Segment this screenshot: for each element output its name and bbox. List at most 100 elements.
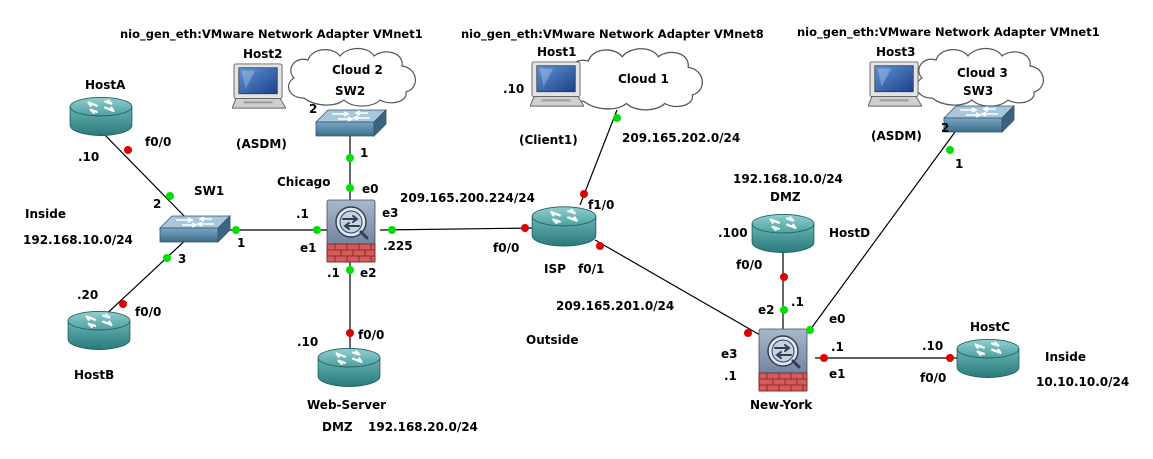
port-hostb-f00: f0/0 — [135, 305, 162, 319]
port-sw3-2: 2 — [941, 121, 950, 135]
port-dot-chi-e2 — [346, 266, 354, 274]
inside-left-label: Inside — [25, 207, 66, 221]
port-hostd-ip: .100 — [718, 226, 748, 240]
port-hosta-ip: .10 — [78, 150, 100, 164]
port-ny-e0: e0 — [829, 312, 846, 326]
port-dot-chi-e0 — [346, 184, 354, 192]
link-isp-newyork — [594, 239, 761, 336]
asdm-left-label: (ASDM) — [236, 137, 287, 151]
port-dot-sw1-3 — [163, 254, 171, 262]
port-dot-hosta-f00 — [124, 146, 132, 154]
host1-pc-icon[interactable] — [530, 61, 584, 107]
isp-router-icon[interactable] — [530, 205, 598, 248]
link-hosta-sw1 — [99, 129, 191, 223]
port-web-f00: f0/0 — [358, 328, 385, 342]
dmz-bottom-network: 192.168.20.0/24 — [368, 420, 478, 434]
hostb-router-icon[interactable] — [66, 310, 132, 351]
port-isp-f01: f0/1 — [578, 262, 605, 276]
port-ny-e1: e1 — [829, 367, 846, 381]
cloud-1-label: Cloud 1 — [618, 72, 669, 86]
port-sw1-2: 2 — [153, 197, 162, 211]
sw2-switch-icon[interactable] — [315, 109, 387, 137]
sw3-switch-icon[interactable] — [943, 105, 1015, 133]
outside-chicago-network: 209.165.200.224/24 — [400, 191, 535, 205]
dmz-right-label: DMZ — [770, 190, 801, 204]
port-sw3-1: 1 — [955, 157, 964, 171]
port-chi-ip2: .1 — [327, 266, 340, 280]
port-isp-f00: f0/0 — [493, 241, 520, 255]
port-dot-sw1-2 — [166, 192, 174, 200]
port-dot-isp-f00 — [521, 224, 529, 232]
newyork-label: New-York — [750, 398, 813, 412]
host2-label: Host2 — [243, 47, 283, 61]
webserver-label: Web-Server — [307, 398, 387, 412]
port-hostb-ip: .20 — [77, 288, 99, 302]
port-chi-e2: e2 — [360, 266, 377, 280]
port-dot-ny-e0 — [806, 326, 814, 334]
dmz-right-network: 192.168.10.0/24 — [733, 172, 843, 186]
port-dot-sw1-1 — [232, 226, 240, 234]
port-sw2-1: 1 — [360, 146, 369, 160]
port-dot-ny-e1 — [820, 354, 828, 362]
port-dot-chi-e3 — [388, 226, 396, 234]
port-chi-ip1: .1 — [296, 207, 309, 221]
client1-label: (Client1) — [519, 133, 578, 147]
outside-label: Outside — [526, 333, 579, 347]
hostd-label: HostD — [829, 226, 871, 240]
cloud-2-label: Cloud 2 — [332, 63, 383, 77]
port-sw1-1: 1 — [237, 236, 246, 250]
port-dot-host1 — [613, 114, 621, 122]
port-dot-isp-f10 — [580, 190, 588, 198]
port-hostd-f00: f0/0 — [736, 258, 763, 272]
chicago-asa-icon[interactable] — [325, 198, 377, 264]
link-hostb-sw1 — [99, 235, 191, 321]
asdm-right-label: (ASDM) — [871, 129, 922, 143]
port-hostc-f00: f0/0 — [920, 371, 947, 385]
hostc-label: HostC — [970, 320, 1010, 334]
port-ny-e1-ip: .1 — [831, 340, 844, 354]
link-chicago-isp — [379, 227, 536, 231]
port-chi-e0: e0 — [362, 182, 379, 196]
inside-right-network: 10.10.10.0/24 — [1036, 375, 1130, 389]
port-chi-e1: e1 — [300, 241, 317, 255]
port-sw2-2: 2 — [309, 102, 318, 116]
port-status-dots — [119, 114, 954, 362]
dmz-bottom-label: DMZ — [322, 420, 353, 434]
port-dot-web-f00 — [346, 329, 354, 337]
hostc-router-icon[interactable] — [955, 338, 1021, 379]
port-ny-e2: e2 — [758, 303, 775, 317]
host1-label: Host1 — [537, 45, 577, 59]
inside-left-network: 192.168.10.0/24 — [23, 233, 133, 247]
hostd-router-icon[interactable] — [750, 213, 816, 254]
port-ny-e3: e3 — [721, 347, 738, 361]
cloud-3-label: Cloud 3 — [957, 66, 1008, 80]
port-ny-e2-ip: .1 — [791, 295, 804, 309]
host2-pc-icon[interactable] — [232, 63, 286, 109]
newyork-asa-icon[interactable] — [757, 327, 809, 393]
port-chi-e3: e3 — [382, 206, 399, 220]
port-dot-ny-e2 — [780, 306, 788, 314]
port-dot-ny-e3 — [744, 329, 752, 337]
sw1-label: SW1 — [194, 184, 225, 198]
cloud-2-adapter-label: nio_gen_eth:VMware Network Adapter VMnet… — [120, 27, 423, 41]
host3-pc-icon[interactable] — [868, 61, 922, 107]
hosta-router-icon[interactable] — [68, 96, 134, 137]
chicago-label: Chicago — [277, 175, 331, 189]
link-sw3-newyork — [809, 131, 956, 331]
sw1-switch-icon[interactable] — [159, 215, 231, 243]
port-chi-225: .225 — [383, 239, 413, 253]
hosta-label: HostA — [85, 78, 126, 92]
outside-host1-network: 209.165.202.0/24 — [622, 131, 741, 145]
webserver-router-icon[interactable] — [316, 347, 382, 388]
port-ny-e3-ip: .1 — [724, 369, 737, 383]
outside-newyork-network: 209.165.201.0/24 — [556, 299, 675, 313]
port-dot-hostd-f00 — [780, 273, 788, 281]
inside-right-label: Inside — [1045, 350, 1086, 364]
port-host1-ip: .10 — [503, 82, 525, 96]
port-dot-isp-f01 — [596, 242, 604, 250]
port-dot-chi-e1 — [313, 226, 321, 234]
port-isp-f10: f1/0 — [588, 198, 615, 212]
cloud-3-adapter-label: nio_gen_eth:VMware Network Adapter VMnet… — [797, 25, 1100, 39]
sw2-label: SW2 — [335, 84, 366, 98]
